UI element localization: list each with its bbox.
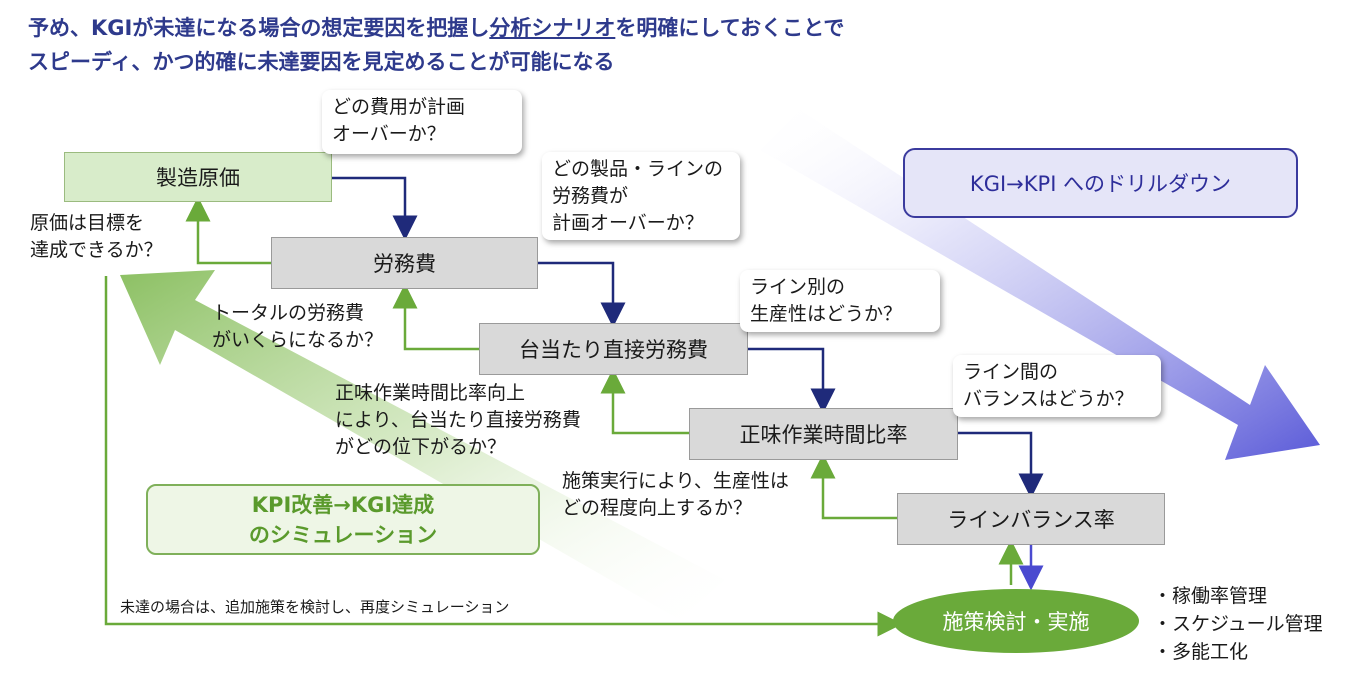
labor-cost-box: 労務費 [271, 237, 538, 289]
measures-list: ・稼働率管理 ・スケジュール管理 ・多能工化 [1153, 582, 1323, 666]
connector-labor-to-unit [538, 261, 626, 328]
question-productivity-up: 施策実行により、生産性は どの程度向上するか？ [562, 470, 789, 519]
action-ellipse: 施策検討・実施 [893, 589, 1139, 653]
connector-nettime-to-unit [600, 368, 689, 435]
connector-retry-loop [104, 276, 903, 637]
page-title-line-2: スピーディ、かつ的確に未達要因を見定めることが可能になる [28, 50, 615, 74]
connector-nettime-to-balance [958, 431, 1044, 499]
connector-unit-to-nettime [748, 347, 836, 414]
page-title-line-1: 予め、KGIが未達になる場合の想定要因を把握し分析シナリオを明確にしておくことで [28, 12, 844, 42]
drilldown-arrow [760, 110, 1320, 460]
callout-product-line: どの製品・ラインの 労務費が 計画オーバーか？ [542, 152, 740, 240]
direct-labor-per-unit-box: 台当たり直接労務費 [479, 323, 748, 375]
title-part-c: を明確にしておくことで [615, 16, 845, 40]
callout-cost-over: どの費用が計画 オーバーか？ [322, 90, 522, 154]
measure-item: ・スケジュール管理 [1153, 613, 1323, 635]
title-part-scenario: 分析シナリオ [489, 16, 616, 40]
manufacturing-cost-box: 製造原価 [64, 152, 332, 202]
simulation-arrow [120, 270, 725, 620]
line-balance-rate-box: ラインバランス率 [897, 493, 1165, 545]
callout-line-productivity: ライン別の 生産性はどうか？ [740, 270, 940, 332]
retry-note: 未達の場合は、追加施策を検討し、再度シミュレーション [120, 598, 510, 616]
connector-unit-to-labor [392, 283, 479, 351]
connector-cost-to-labor [332, 176, 418, 241]
title-part-a: 予め、KGIが未達になる場合の想定要因を把握し [28, 16, 490, 40]
question-net-time-up: 正味作業時間比率向上 により、台当たり直接労務費 がどの位下がるか？ [335, 382, 581, 458]
connector-labor-to-cost [185, 196, 271, 265]
kgi-drilldown-label: KGI→KPI へのドリルダウン [903, 148, 1298, 218]
kpi-simulation-label: KPI改善→KGI達成 のシミュレーション [146, 484, 540, 555]
callout-line-balance: ライン間の バランスはどうか？ [953, 355, 1161, 417]
measure-item: ・多能工化 [1153, 641, 1249, 663]
measure-item: ・稼働率管理 [1153, 585, 1268, 607]
question-cost-target: 原価は目標を 達成できるか？ [30, 212, 163, 261]
question-total-labor: トータルの労務費 がいくらになるか？ [212, 302, 384, 351]
connector-balance-to-nettime [810, 453, 897, 520]
net-work-time-ratio-box: 正味作業時間比率 [689, 408, 958, 460]
